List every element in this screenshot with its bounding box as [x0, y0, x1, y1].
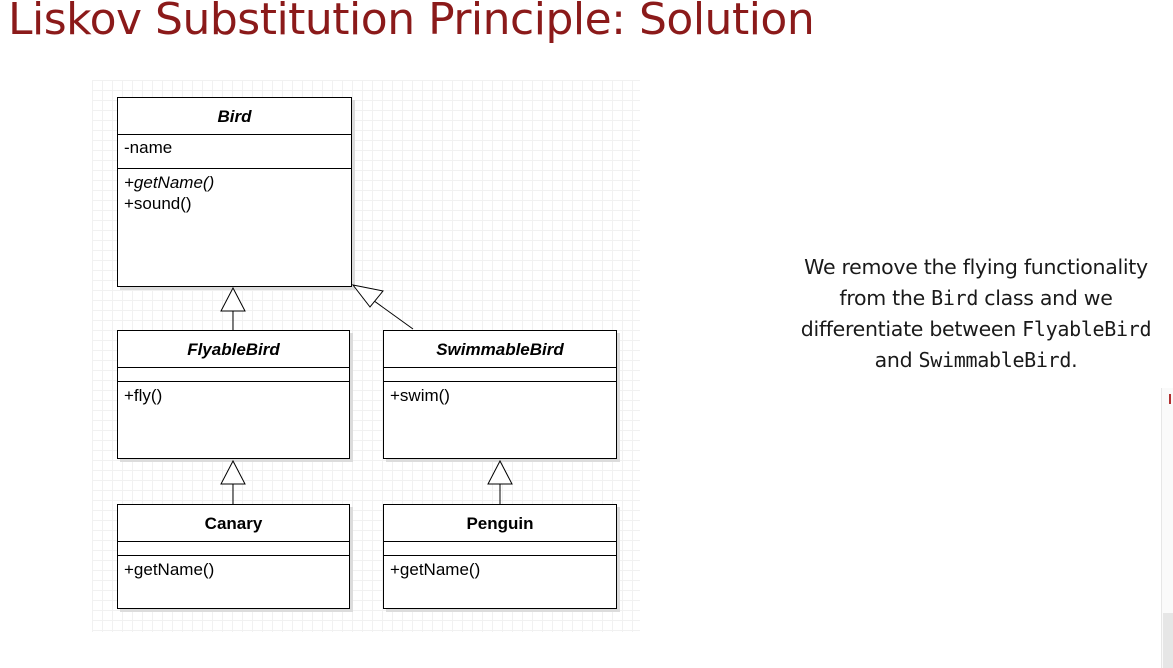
description-text: differentiate between	[800, 317, 1023, 341]
description-text: from the	[839, 286, 932, 310]
class-canary-attributes	[118, 542, 349, 556]
side-panel-marker	[1169, 394, 1171, 404]
code-bird: Bird	[931, 286, 979, 310]
description-line-3: differentiate between FlyableBird	[776, 314, 1173, 345]
class-canary-methods: +getName()	[118, 556, 349, 580]
class-swimmablebird-method-swim: +swim()	[390, 386, 450, 405]
class-flyablebird-methods: +fly()	[118, 382, 349, 406]
class-swimmablebird-name: SwimmableBird	[384, 331, 616, 368]
slide-title: Liskov Substitution Principle: Solution	[8, 0, 815, 45]
description-text: class and we	[978, 286, 1113, 310]
description-text: and	[874, 348, 919, 372]
solution-description: We remove the flying functionality from …	[776, 252, 1173, 376]
class-bird-method-sound: +sound()	[124, 194, 192, 213]
code-swimmablebird: SwimmableBird	[918, 348, 1072, 372]
class-flyablebird-name: FlyableBird	[118, 331, 349, 368]
class-bird-attributes: -name	[118, 135, 351, 169]
class-bird: Bird -name +getName() +sound()	[117, 97, 352, 287]
class-penguin-name: Penguin	[384, 505, 616, 542]
class-bird-methods: +getName() +sound()	[118, 169, 351, 214]
class-penguin-attributes	[384, 542, 616, 556]
class-swimmablebird-attributes	[384, 368, 616, 382]
code-flyablebird: FlyableBird	[1022, 317, 1152, 341]
side-panel-edge	[1161, 388, 1173, 668]
class-canary-name: Canary	[118, 505, 349, 542]
connector-swimmable-to-bird	[369, 297, 414, 330]
class-bird-method-getname: +getName()	[124, 173, 215, 192]
class-canary-method-getname: +getName()	[124, 560, 215, 579]
description-line-4: and SwimmableBird.	[776, 345, 1173, 376]
class-canary: Canary +getName()	[117, 504, 350, 609]
arrowhead-swimmable-to-bird	[351, 284, 384, 308]
class-flyablebird: FlyableBird +fly()	[117, 330, 350, 459]
class-penguin-method-getname: +getName()	[390, 560, 481, 579]
class-bird-name: Bird	[118, 98, 351, 135]
class-bird-attribute: -name	[124, 138, 173, 157]
description-line-1: We remove the flying functionality	[804, 255, 1148, 279]
arrowhead-canary-to-flyable	[220, 459, 246, 485]
class-penguin: Penguin +getName()	[383, 504, 617, 609]
description-line-2: from the Bird class and we	[776, 283, 1173, 314]
class-flyablebird-attributes	[118, 368, 349, 382]
class-flyablebird-method-fly: +fly()	[124, 386, 163, 405]
class-swimmablebird: SwimmableBird +swim()	[383, 330, 617, 459]
class-swimmablebird-methods: +swim()	[384, 382, 616, 406]
description-text: .	[1071, 348, 1078, 372]
side-panel-shade	[1163, 613, 1173, 668]
class-penguin-methods: +getName()	[384, 556, 616, 580]
arrowhead-flyable-to-bird	[220, 286, 246, 312]
arrowhead-penguin-to-swimmable	[487, 459, 513, 485]
